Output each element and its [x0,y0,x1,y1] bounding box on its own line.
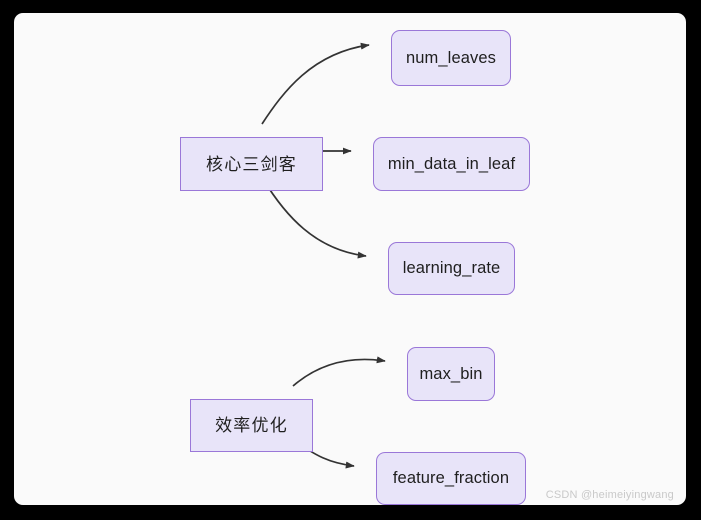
node-max-bin[interactable]: max_bin [407,347,495,401]
edge-eff-to-max-bin [292,356,386,387]
node-num-leaves-label: num_leaves [406,48,496,67]
node-learning-rate[interactable]: learning_rate [388,242,515,295]
node-core-label: 核心三剑客 [206,154,297,174]
node-efficiency-optimization[interactable]: 效率优化 [190,399,313,452]
csdn-watermark: CSDN @heimeiyingwang [545,489,674,501]
diagram-canvas: 核心三剑客 num_leaves min_data_in_leaf learni… [14,13,686,505]
node-core[interactable]: 核心三剑客 [180,137,323,191]
edge-core-to-num-leaves [261,42,370,125]
edge-layer [261,42,386,469]
node-num-leaves[interactable]: num_leaves [391,30,511,86]
node-learning-rate-label: learning_rate [402,259,501,278]
node-feature-fraction[interactable]: feature_fraction [376,452,526,505]
node-feature-fraction-label: feature_fraction [392,469,510,488]
node-min-data-in-leaf[interactable]: min_data_in_leaf [373,137,530,191]
node-efficiency-optimization-label: 效率优化 [215,416,288,435]
node-min-data-in-leaf-label: min_data_in_leaf [387,154,516,173]
node-max-bin-label: max_bin [419,364,483,383]
